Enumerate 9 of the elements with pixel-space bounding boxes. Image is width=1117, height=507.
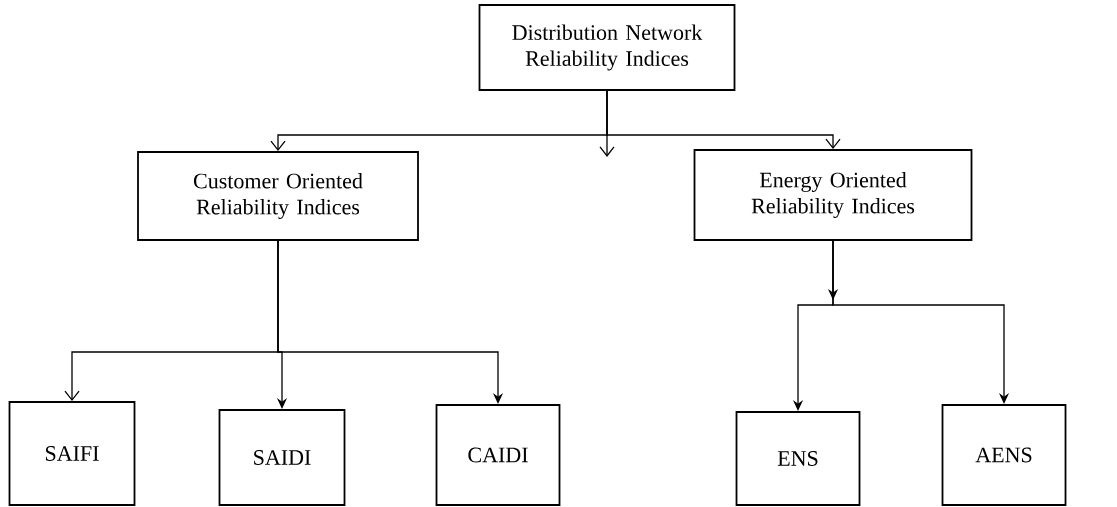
index-box: SAIDI bbox=[218, 409, 346, 506]
category-box: Energy Oriented Reliability Indices bbox=[693, 149, 973, 241]
index-box: ENS bbox=[735, 411, 861, 506]
index-box: AENS bbox=[941, 404, 1067, 506]
index-box: SAIFI bbox=[8, 401, 136, 506]
category-box: Customer Oriented Reliability Indices bbox=[137, 151, 419, 241]
index-box: CAIDI bbox=[435, 404, 561, 506]
category-box: Distribution Network Reliability Indices bbox=[478, 4, 736, 91]
arrow bbox=[606, 90, 841, 150]
